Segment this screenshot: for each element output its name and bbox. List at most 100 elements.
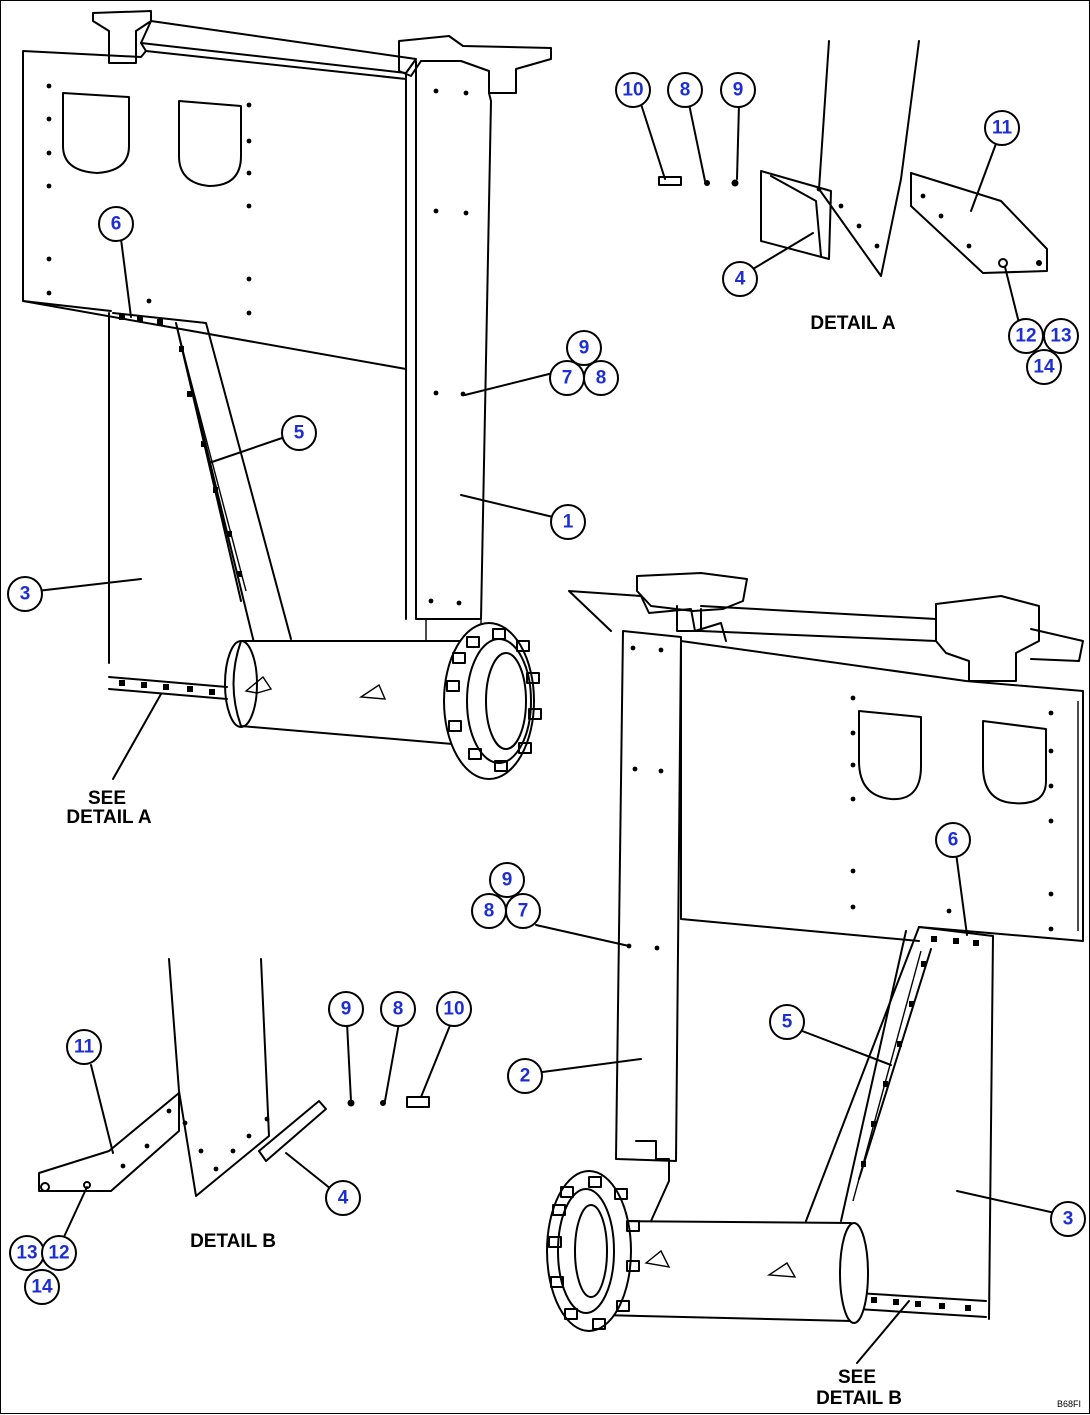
callout-6: 6 [98, 206, 134, 242]
callout-bubble [24, 1269, 60, 1305]
callout-4: 4 [325, 1180, 361, 1216]
callout-6: 6 [935, 822, 971, 858]
callout-bubble [550, 504, 586, 540]
see-detail-a-line2: DETAIL A [66, 807, 151, 828]
callout-14: 14 [24, 1269, 60, 1305]
callout-10: 10 [615, 72, 651, 108]
detail-b-drawing [38, 958, 430, 1197]
callout-9: 9 [720, 72, 756, 108]
callout-bubble [720, 72, 756, 108]
frame-assembly-right [546, 572, 1084, 1332]
callout-number: 10 [622, 80, 643, 101]
callout-bubble [615, 72, 651, 108]
callout-12: 12 [41, 1235, 77, 1271]
callout-number: 12 [48, 1243, 69, 1264]
callout-11: 11 [66, 1029, 102, 1065]
callout-bubble [566, 330, 602, 366]
callout-bubble [66, 1029, 102, 1065]
callout-number: 8 [393, 999, 404, 1020]
callout-bubble [7, 576, 43, 612]
see-detail-b-line1: SEE [838, 1367, 876, 1388]
callout-number: 6 [948, 830, 959, 851]
callout-bubble [667, 72, 703, 108]
callout-number: 12 [1015, 326, 1036, 347]
callout-12: 12 [1008, 318, 1044, 354]
callout-13: 13 [1043, 318, 1079, 354]
callout-3: 3 [7, 576, 43, 612]
leader-lines [36, 103, 1056, 1364]
callout-bubble [41, 1235, 77, 1271]
frame-assembly-left [22, 10, 552, 780]
callout-number: 8 [680, 80, 691, 101]
callout-number: 4 [735, 269, 746, 290]
callout-10: 10 [436, 991, 472, 1027]
callout-number: 7 [518, 901, 529, 922]
callout-number: 5 [294, 423, 305, 444]
callout-14: 14 [1026, 349, 1062, 385]
callout-number: 2 [520, 1066, 531, 1087]
see-detail-b-line2: DETAIL B [816, 1388, 902, 1409]
callout-8: 8 [471, 893, 507, 929]
callout-bubble [1043, 318, 1079, 354]
callout-5: 5 [281, 415, 317, 451]
callout-8: 8 [667, 72, 703, 108]
detail-a-label: DETAIL A [810, 313, 895, 334]
callout-bubble [935, 822, 971, 858]
callout-bubble [722, 261, 758, 297]
callout-bubble [769, 1004, 805, 1040]
callout-number: 9 [341, 999, 352, 1020]
callout-bubble [325, 1180, 361, 1216]
callout-number: 9 [579, 338, 590, 359]
callout-bubble [489, 862, 525, 898]
callout-8: 8 [583, 360, 619, 396]
callout-number: 8 [596, 368, 607, 389]
detail-b-label: DETAIL B [190, 1231, 276, 1252]
callout-7: 7 [505, 893, 541, 929]
detail-a-drawing [658, 40, 1048, 277]
callout-11: 11 [984, 110, 1020, 146]
callout-2: 2 [507, 1058, 543, 1094]
callout-bubble [436, 991, 472, 1027]
callout-bubble [583, 360, 619, 396]
callout-number: 14 [31, 1277, 53, 1298]
callout-number: 14 [1033, 357, 1055, 378]
callout-number: 11 [74, 1037, 95, 1058]
see-detail-a-line1: SEE [88, 788, 126, 809]
figure-code: B68FI [1057, 1399, 1081, 1409]
callout-bubble [281, 415, 317, 451]
callout-number: 3 [20, 584, 31, 605]
callout-bubble [984, 110, 1020, 146]
callout-1: 1 [550, 504, 586, 540]
callout-number: 4 [338, 1188, 349, 1209]
callout-bubble [1026, 349, 1062, 385]
callout-bubble [380, 991, 416, 1027]
callout-5: 5 [769, 1004, 805, 1040]
callout-number: 8 [484, 901, 495, 922]
callout-9: 9 [489, 862, 525, 898]
callout-number: 6 [111, 214, 122, 235]
callout-number: 13 [1050, 326, 1071, 347]
callout-bubble [507, 1058, 543, 1094]
callout-number: 11 [992, 118, 1013, 139]
callout-number: 1 [563, 512, 574, 533]
callout-3: 3 [1050, 1201, 1086, 1237]
callout-number: 10 [443, 999, 464, 1020]
callout-number: 3 [1063, 1209, 1074, 1230]
callout-9: 9 [328, 991, 364, 1027]
callout-13: 13 [9, 1235, 45, 1271]
callout-number: 9 [733, 80, 744, 101]
callout-number: 9 [502, 870, 513, 891]
callout-9: 9 [566, 330, 602, 366]
callout-number: 5 [782, 1012, 793, 1033]
callout-number: 13 [16, 1243, 37, 1264]
callout-bubble [1050, 1201, 1086, 1237]
callout-bubble [98, 206, 134, 242]
callout-bubble [505, 893, 541, 929]
callout-7: 7 [549, 360, 585, 396]
callout-4: 4 [722, 261, 758, 297]
callout-bubble [328, 991, 364, 1027]
callout-8: 8 [380, 991, 416, 1027]
